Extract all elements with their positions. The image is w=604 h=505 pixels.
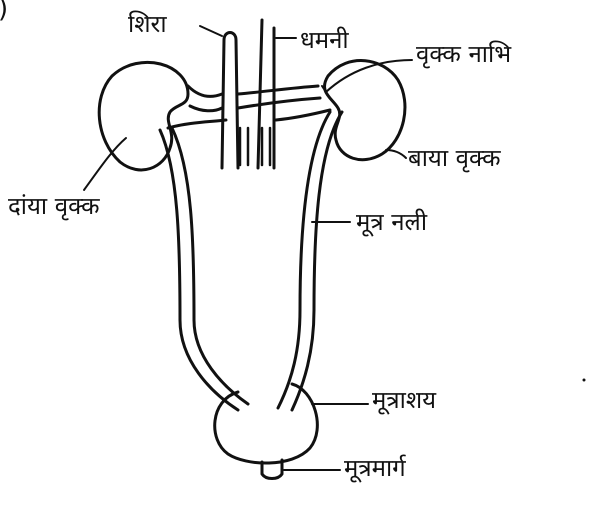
vein-vessel: [222, 33, 238, 169]
left-ureter-outer: [278, 112, 330, 408]
right-ureter-inner: [172, 128, 248, 404]
leader-vein: [200, 26, 222, 36]
label-artery: धमनी: [300, 28, 349, 52]
leader-renal-hilum: [322, 60, 412, 92]
left-renal-vessels: [238, 86, 330, 120]
label-renal-hilum: वृक्क नाभि: [416, 42, 511, 66]
vessel-branch-stubs: [240, 128, 270, 165]
leader-left-kidney: [386, 150, 406, 158]
paper-speck: [583, 379, 586, 382]
label-bladder: मूत्राशय: [372, 388, 436, 412]
label-right-kidney: दांया वृक्क: [8, 194, 100, 218]
label-left-kidney: बाया वृक्क: [408, 146, 501, 170]
label-urethra: मूत्रमार्ग: [344, 456, 406, 480]
leader-right-kidney: [84, 138, 126, 190]
right-ureter-outer: [160, 130, 238, 410]
label-ureter: मूत्र नली: [356, 210, 427, 234]
left-kidney-shape: [325, 61, 405, 160]
corner-mark: ): [0, 0, 8, 22]
bladder-shape: [215, 384, 318, 463]
label-vein: शिरा: [128, 12, 167, 36]
artery-vessel: [258, 20, 274, 168]
right-kidney-shape: [99, 62, 188, 170]
